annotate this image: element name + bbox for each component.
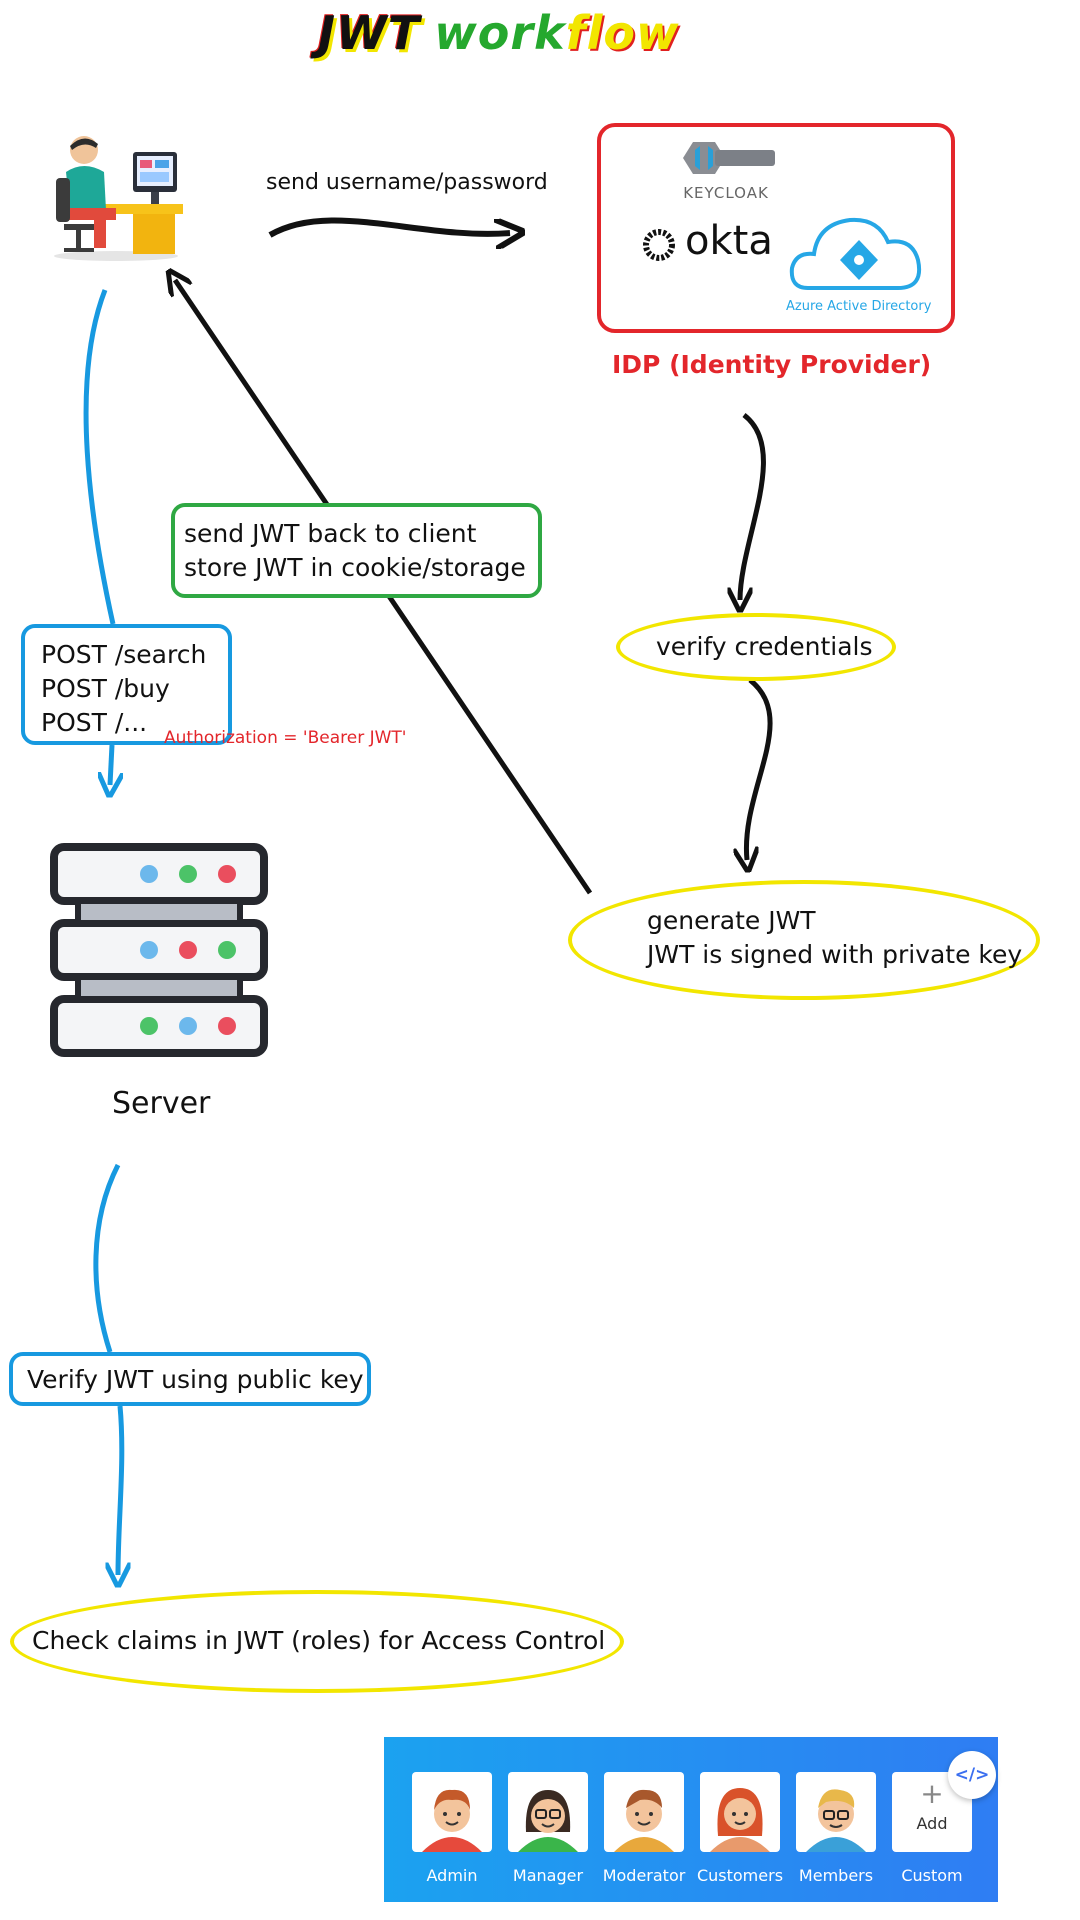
- role-members[interactable]: Members: [796, 1772, 876, 1885]
- plus-icon: +: [920, 1777, 944, 1810]
- client-user-icon: [48, 132, 183, 262]
- customers-avatar-icon: [700, 1772, 780, 1852]
- title-flow: flow: [565, 6, 680, 60]
- okta-text: okta: [685, 218, 773, 264]
- idp-box: [597, 123, 955, 333]
- authorization-header-label: Authorization = 'Bearer JWT': [164, 728, 407, 748]
- verify-public-key-box: Verify JWT using public key: [9, 1352, 371, 1406]
- send-jwt-back-box: send JWT back to client store JWT in coo…: [171, 503, 542, 598]
- generate-jwt-text: generate JWT JWT is signed with private …: [647, 904, 1022, 972]
- request-other: POST /...: [41, 708, 148, 737]
- keycloak-text: KEYCLOAK: [683, 184, 769, 202]
- okta-sunburst-icon: [643, 229, 675, 261]
- arrow-verify-to-generate: [746, 678, 773, 860]
- azure-text: Azure Active Directory: [786, 299, 932, 314]
- generate-jwt-line2: JWT is signed with private key: [647, 940, 1023, 969]
- role-moderator-label: Moderator: [602, 1866, 686, 1885]
- verify-credentials-label: verify credentials: [656, 632, 873, 661]
- server-icon: [50, 843, 268, 1059]
- line-client-to-requests: [83, 289, 116, 625]
- members-avatar-icon: [796, 1772, 876, 1852]
- arrow-idp-to-verify: [740, 413, 766, 600]
- check-claims-label: Check claims in JWT (roles) for Access C…: [32, 1626, 606, 1655]
- azure-cloud-icon: [789, 217, 921, 290]
- add-label: Add: [916, 1814, 948, 1833]
- send-jwt-back-line1: send JWT back to client: [184, 519, 477, 548]
- generate-jwt-line1: generate JWT: [647, 906, 816, 935]
- server-label: Server: [112, 1086, 211, 1121]
- arrow-requests-to-server: [110, 744, 112, 785]
- role-custom-label: Custom: [901, 1866, 963, 1885]
- azure-ad-logo: Azure Active Directory: [786, 210, 938, 320]
- title-jwt: JWT: [318, 6, 421, 60]
- role-admin[interactable]: Admin: [412, 1772, 492, 1885]
- line-server-to-verify: [93, 1163, 121, 1353]
- verify-credentials-node: verify credentials: [616, 613, 896, 681]
- title-work: work: [434, 6, 566, 60]
- code-icon[interactable]: </>: [948, 1751, 996, 1799]
- check-claims-node: Check claims in JWT (roles) for Access C…: [10, 1590, 624, 1693]
- arrow-verify-to-claims: [118, 1405, 122, 1575]
- role-customers-label: Customers: [696, 1866, 784, 1885]
- verify-public-key-label: Verify JWT using public key: [27, 1365, 364, 1394]
- role-customers[interactable]: Customers: [697, 1772, 783, 1885]
- arrow-send-credentials: [268, 220, 510, 235]
- send-credentials-label: send username/password: [266, 170, 548, 195]
- idp-label: IDP (Identity Provider): [612, 350, 932, 379]
- send-jwt-back-line2: store JWT in cookie/storage: [184, 553, 526, 582]
- roles-panel: Admin Manager Moderator Customers Member…: [384, 1737, 998, 1902]
- manager-avatar-icon: [508, 1772, 588, 1852]
- role-members-label: Members: [798, 1866, 874, 1885]
- requests-box: POST /search POST /buy POST /...: [21, 624, 232, 745]
- moderator-avatar-icon: [604, 1772, 684, 1852]
- admin-avatar-icon: [412, 1772, 492, 1852]
- role-admin-label: Admin: [426, 1866, 478, 1885]
- request-search: POST /search: [41, 640, 207, 669]
- role-moderator[interactable]: Moderator: [603, 1772, 685, 1885]
- request-buy: POST /buy: [41, 674, 170, 703]
- okta-logo: okta: [637, 218, 777, 274]
- role-manager[interactable]: Manager: [508, 1772, 588, 1885]
- keycloak-logo: KEYCLOAK: [675, 138, 777, 202]
- role-manager-label: Manager: [512, 1866, 584, 1885]
- generate-jwt-node: generate JWT JWT is signed with private …: [568, 880, 1040, 1000]
